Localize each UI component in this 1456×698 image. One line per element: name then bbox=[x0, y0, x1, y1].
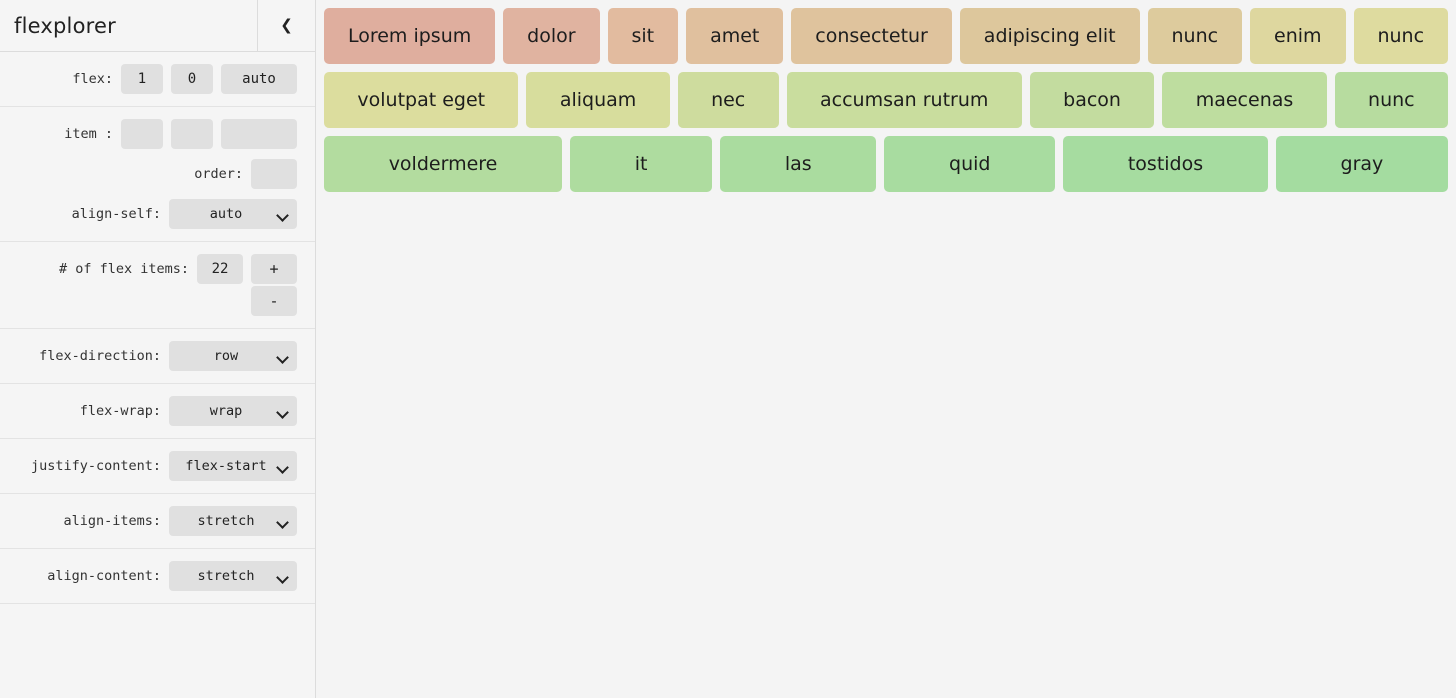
order-input[interactable] bbox=[251, 159, 297, 189]
align-items-select[interactable]: stretchflex-startflex-endcenterbaseline bbox=[169, 506, 297, 536]
flex-item[interactable]: volutpat eget bbox=[324, 72, 519, 128]
flex-item[interactable]: Lorem ipsum bbox=[324, 8, 496, 64]
flex-basis-input[interactable] bbox=[221, 64, 297, 94]
item-field-3[interactable] bbox=[221, 119, 297, 149]
flex-item[interactable]: maecenas bbox=[1162, 72, 1327, 128]
flex-shrink-input[interactable] bbox=[171, 64, 213, 94]
flex-item[interactable]: sit bbox=[607, 8, 679, 64]
flex-item[interactable]: enim bbox=[1250, 8, 1346, 64]
align-self-select[interactable]: autoflex-startflex-endcenterbaselinestre… bbox=[169, 199, 297, 229]
property-row-flex-wrap: flex-wrap: nowrapwrapwrap-reverse bbox=[0, 384, 315, 439]
flex-item[interactable]: nunc bbox=[1334, 72, 1448, 128]
flex-item-count-stepper: + - bbox=[251, 254, 297, 316]
align-items-select-wrap: stretchflex-startflex-endcenterbaseline bbox=[169, 506, 297, 536]
flex-item[interactable]: nec bbox=[677, 72, 779, 128]
align-items-label: align-items: bbox=[63, 513, 161, 529]
flex-grow-input[interactable] bbox=[121, 64, 163, 94]
flex-item[interactable]: gray bbox=[1275, 136, 1448, 192]
flex-direction-select-wrap: rowrow-reversecolumncolumn-reverse bbox=[169, 341, 297, 371]
decrement-button[interactable]: - bbox=[251, 286, 297, 316]
flex-item[interactable]: aliquam bbox=[526, 72, 670, 128]
flex-item[interactable]: las bbox=[720, 136, 877, 192]
flex-wrap-label: flex-wrap: bbox=[79, 403, 161, 419]
flex-item[interactable]: it bbox=[570, 136, 713, 192]
justify-content-label: justify-content: bbox=[30, 458, 161, 474]
justify-content-select-wrap: flex-startflex-endcenterspace-betweenspa… bbox=[169, 451, 297, 481]
flex-item[interactable]: nunc bbox=[1353, 8, 1449, 64]
item-field-2[interactable] bbox=[171, 119, 213, 149]
property-row-flex-direction: flex-direction: rowrow-reversecolumncolum… bbox=[0, 329, 315, 384]
align-content-select[interactable]: stretchflex-startflex-endcenterspace-bet… bbox=[169, 561, 297, 591]
flex-wrap-select[interactable]: nowrapwrapwrap-reverse bbox=[169, 396, 297, 426]
align-self-label: align-self: bbox=[71, 206, 161, 222]
flex-item[interactable]: bacon bbox=[1029, 72, 1155, 128]
flex-item[interactable]: quid bbox=[884, 136, 1056, 192]
flex-item-count-input[interactable] bbox=[197, 254, 243, 284]
flex-item-count-row: # of flex items: + - bbox=[0, 242, 315, 329]
flex-item[interactable]: voldermere bbox=[324, 136, 563, 192]
chevron-left-icon: ❮ bbox=[280, 16, 293, 34]
property-row-align-content: align-content: stretchflex-startflex-endc… bbox=[0, 549, 315, 604]
flex-item[interactable]: amet bbox=[686, 8, 784, 64]
align-self-select-wrap: autoflex-startflex-endcenterbaselinestre… bbox=[169, 199, 297, 229]
item-settings-row: item : order: align-self: autoflex-start… bbox=[0, 107, 315, 242]
flex-item[interactable]: nunc bbox=[1147, 8, 1243, 64]
align-content-select-wrap: stretchflex-startflex-endcenterspace-bet… bbox=[169, 561, 297, 591]
sidebar: flexplorer ❮ flex: item : order: bbox=[0, 0, 316, 698]
item-field-1[interactable] bbox=[121, 119, 163, 149]
page-title: flexplorer bbox=[14, 13, 116, 38]
flex-item[interactable]: tostidos bbox=[1063, 136, 1268, 192]
align-content-label: align-content: bbox=[47, 568, 161, 584]
flex-item[interactable]: accumsan rutrum bbox=[786, 72, 1022, 128]
flex-item[interactable]: adipiscing elit bbox=[959, 8, 1140, 64]
flex-item[interactable]: consectetur bbox=[791, 8, 952, 64]
item-label: item : bbox=[64, 126, 113, 142]
flex-shorthand-row: flex: bbox=[0, 52, 315, 107]
sidebar-header: flexplorer ❮ bbox=[0, 0, 315, 52]
flex-item-count-label: # of flex items: bbox=[58, 261, 189, 277]
property-row-justify-content: justify-content: flex-startflex-endcenter… bbox=[0, 439, 315, 494]
sidebar-collapse-button[interactable]: ❮ bbox=[257, 0, 315, 51]
justify-content-select[interactable]: flex-startflex-endcenterspace-betweenspa… bbox=[169, 451, 297, 481]
increment-button[interactable]: + bbox=[251, 254, 297, 284]
flex-wrap-select-wrap: nowrapwrapwrap-reverse bbox=[169, 396, 297, 426]
order-label: order: bbox=[194, 166, 243, 182]
container-properties: flex-direction: rowrow-reversecolumncolum… bbox=[0, 329, 315, 604]
flex-item[interactable]: dolor bbox=[503, 8, 600, 64]
flex-label: flex: bbox=[72, 71, 113, 87]
property-row-align-items: align-items: stretchflex-startflex-endcen… bbox=[0, 494, 315, 549]
flex-direction-select[interactable]: rowrow-reversecolumncolumn-reverse bbox=[169, 341, 297, 371]
flex-direction-label: flex-direction: bbox=[39, 348, 161, 364]
